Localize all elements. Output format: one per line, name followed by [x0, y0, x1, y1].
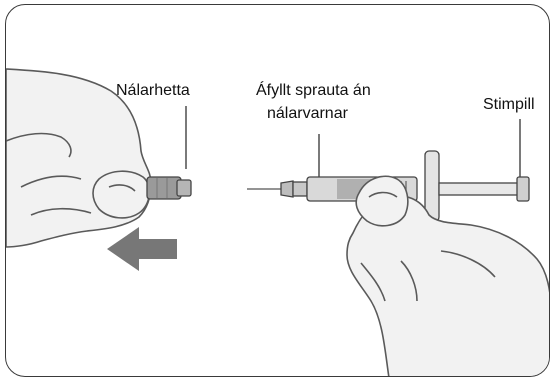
illustration-frame: Nálarhetta Áfyllt sprauta án nálarvarnar…	[5, 4, 550, 377]
hand-right-icon	[347, 176, 550, 377]
plunger-label: Stimpill	[483, 95, 535, 115]
syringe-label-line1: Áfyllt sprauta án	[256, 81, 371, 101]
arrow-left-icon	[107, 227, 177, 271]
needle-cap-label: Nálarhetta	[116, 81, 190, 101]
needle-cap-icon	[147, 177, 191, 199]
syringe-label-line2: nálarvarnar	[267, 104, 348, 124]
instruction-illustration	[6, 5, 550, 377]
